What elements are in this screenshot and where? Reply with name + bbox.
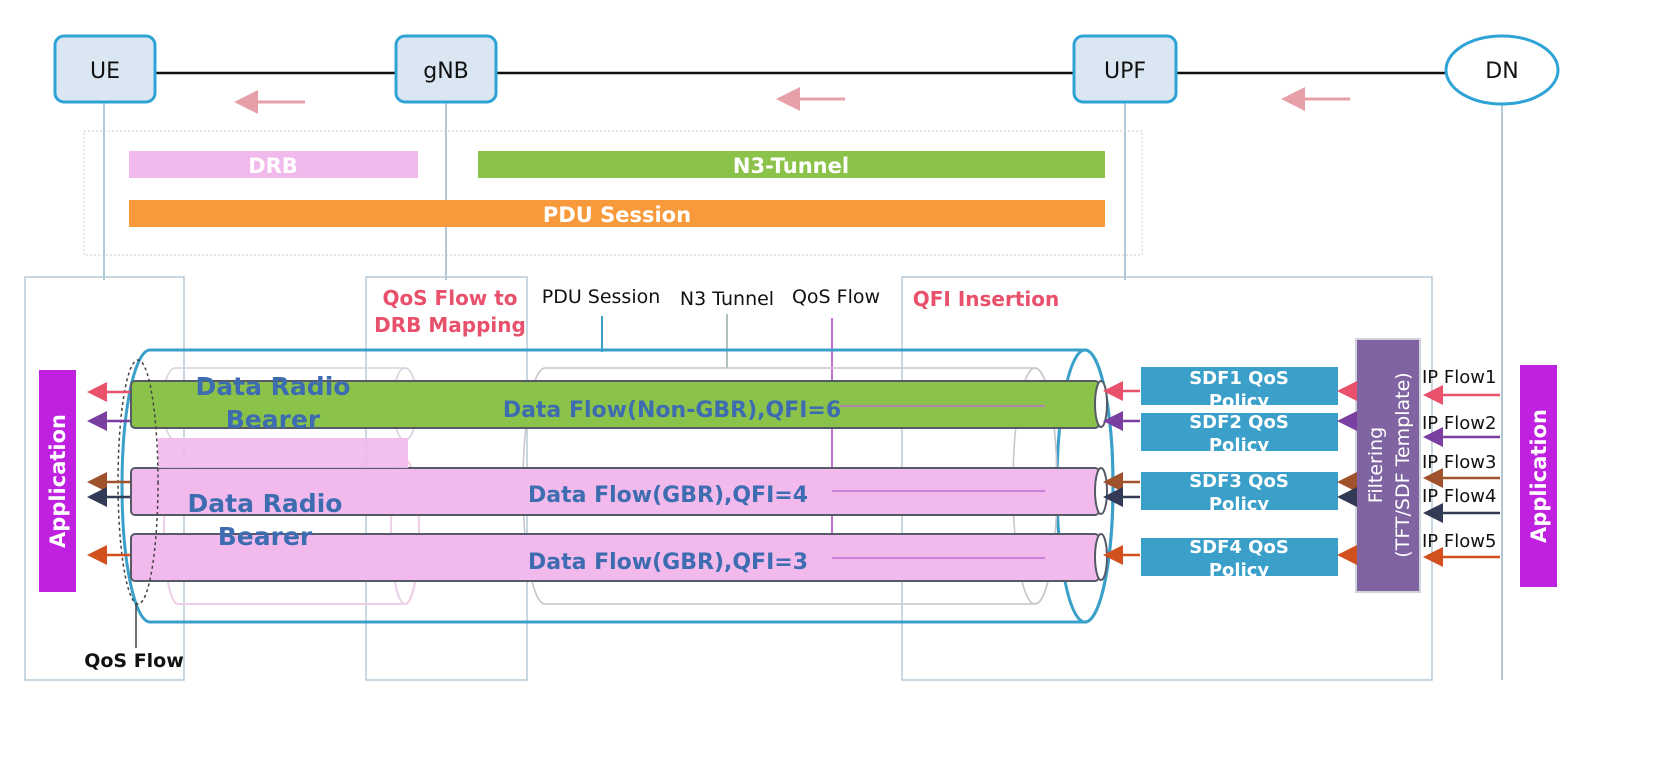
n3-tunnel-bar-label: N3-Tunnel [733,154,849,178]
filtering-label-line2: (TFT/SDF Template) [1392,372,1414,557]
pdu-session-annotation: PDU Session [542,286,661,308]
filtering-label-line1: Filtering [1365,427,1387,503]
application-right-label: Application [1527,409,1551,543]
upf-node: UPF [1072,34,1178,104]
application-right: Application [1520,365,1557,587]
flow-gbr-3-label: Data Flow(GBR),QFI=3 [528,550,808,575]
sdf2-label-line2: Policy [1209,435,1270,456]
n3-tunnel-annotation: N3 Tunnel [680,288,774,310]
qos-flow-to-drb-label-line2: DRB Mapping [374,313,526,337]
upf-label: UPF [1104,59,1146,84]
ip-flow-5-label: IP Flow5 [1422,531,1496,552]
filtering-box: Filtering (TFT/SDF Template) [1355,338,1421,593]
dn-node: DN [1444,34,1560,106]
sdf1-label-line2: Policy [1209,391,1270,412]
sdf3-label-line2: Policy [1209,494,1270,515]
gnb-label: gNB [423,59,469,84]
sdf2-policy-box: SDF2 QoS Policy [1141,412,1338,456]
qos-flow-annotation: QoS Flow [792,286,880,308]
application-left: Application [39,370,76,592]
application-left-label: Application [46,414,70,548]
n3-tunnel-bar: N3-Tunnel [478,151,1105,178]
ip-flow-2-label: IP Flow2 [1422,413,1496,434]
flow-non-gbr-label: Data Flow(Non-GBR),QFI=6 [503,398,841,423]
drb-bar: DRB [129,151,418,178]
sdf1-policy-box: SDF1 QoS Policy [1141,367,1338,412]
ue-node: UE [53,34,157,104]
pdu-session-bar: PDU Session [129,200,1105,227]
drb-bar-label: DRB [248,154,298,178]
sdf2-label-line1: SDF2 QoS [1189,412,1289,433]
drb2-label-line2: Bearer [218,522,313,551]
sdf3-policy-box: SDF3 QoS Policy [1141,471,1338,515]
sdf1-label-line1: SDF1 QoS [1189,368,1289,389]
ip-flow-1-label: IP Flow1 [1422,367,1496,388]
flow-tube-gbr-4 [130,467,1108,516]
qfi-insertion-annotation: QFI Insertion [913,287,1059,311]
qos-flow-to-drb-label-line1: QoS Flow to [382,286,517,310]
drb1-label-line2: Bearer [226,405,321,434]
session-bars-container [83,130,1143,256]
drb1-label-line1: Data Radio [196,372,351,401]
dn-label: DN [1485,59,1518,84]
sdf4-policy-box: SDF4 QoS Policy [1141,537,1338,581]
ue-label: UE [90,59,120,84]
drb2-label-line1: Data Radio [188,489,343,518]
sdf4-label-line2: Policy [1209,560,1270,581]
sdf3-label-line1: SDF3 QoS [1189,471,1289,492]
gnb-node: gNB [394,34,498,104]
pdu-session-bar-label: PDU Session [543,203,691,227]
drb-2-fill-top [158,438,408,468]
qos-flow-bottom-label: QoS Flow [84,650,184,672]
ip-flow-3-label: IP Flow3 [1422,452,1496,473]
flow-gbr-4-label: Data Flow(GBR),QFI=4 [528,483,808,508]
ip-flow-4-label: IP Flow4 [1422,486,1496,507]
sdf4-label-line1: SDF4 QoS [1189,537,1289,558]
